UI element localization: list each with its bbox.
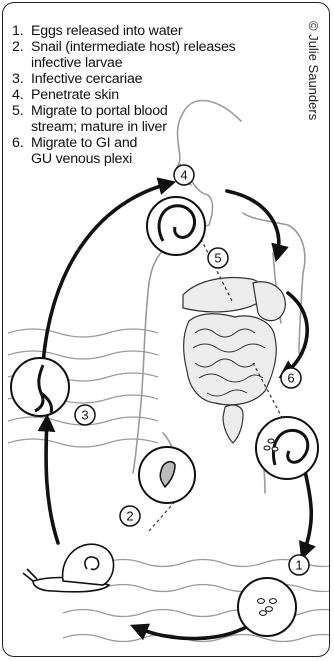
legend-item-2: 2. Snail (intermediate host) releases inf…	[12, 39, 242, 71]
stage-marker-2-label: 2	[126, 509, 133, 524]
legend-item-5: 5. Migrate to portal blood stream; mature…	[12, 103, 181, 135]
legend-number: 6.	[12, 135, 23, 151]
internal-organs	[183, 278, 285, 443]
legend-text: Migrate to GI and GU venous plexi	[31, 135, 137, 167]
illustrator-credit: © Julie Saunders	[306, 21, 321, 120]
legend-item-1: 1. Eggs released into water	[12, 23, 242, 39]
stomach	[253, 282, 285, 321]
stage-marker-1-label: 1	[295, 558, 302, 573]
diagram-frame: 1 2 3 4 5 6 1. Eggs released into water 2…	[2, 2, 330, 657]
snail	[23, 544, 114, 592]
stage-circle-cercaria-in-skin	[147, 197, 205, 255]
legend-number: 1.	[12, 23, 23, 39]
legend-number: 3.	[12, 71, 23, 87]
arrow-2-to-3	[46, 419, 58, 543]
arrow-6-to-1	[303, 463, 311, 555]
legend-text: Infective cercariae	[31, 71, 142, 87]
legend-text: Penetrate skin	[31, 87, 119, 103]
stage-circle-eggs-in-water	[238, 578, 296, 636]
stage-marker-6-label: 6	[287, 371, 294, 386]
legend-text: Snail (intermediate host) releases infec…	[31, 39, 236, 71]
stage-circle-adult-worms	[256, 417, 318, 479]
life-cycle-legend: 1. Eggs released into water 2. Snail (inte…	[12, 23, 242, 167]
arrow-4-to-5	[227, 191, 279, 257]
legend-number: 5.	[12, 103, 23, 119]
arrow-5-to-6	[283, 293, 307, 375]
stage-marker-3-label: 3	[81, 408, 88, 423]
legend-item-6: 6. Migrate to GI and GU venous plexi	[12, 135, 143, 167]
legend-number: 4.	[12, 87, 23, 103]
legend-number: 2.	[12, 39, 23, 55]
arrow-1-to-2	[135, 623, 253, 639]
stage-circle-free-cercaria	[11, 358, 69, 416]
legend-item-4: 4. Penetrate skin	[12, 87, 242, 103]
legend-text: Migrate to portal blood stream; mature i…	[31, 103, 168, 135]
stage-marker-4-label: 4	[180, 168, 187, 183]
stage-circle-miracidium	[139, 447, 195, 503]
legend-item-3: 3. Infective cercariae	[12, 71, 242, 87]
stage-marker-5-label: 5	[214, 251, 221, 266]
legend-text: Eggs released into water	[31, 23, 182, 39]
bladder	[223, 405, 243, 443]
